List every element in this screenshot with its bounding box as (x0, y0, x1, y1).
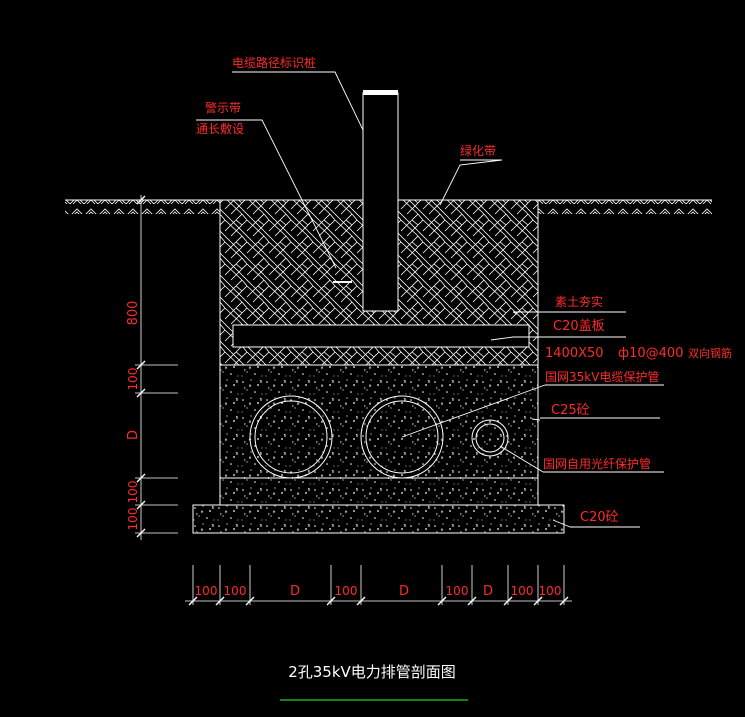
drawing-title-text: 2孔35kV电力排管剖面图 (288, 663, 456, 681)
dim-v-800: 800 (126, 301, 141, 326)
label-green-belt: 绿化带 (460, 143, 496, 158)
dim-h-5: 100 (446, 584, 469, 598)
label-warning-tape-laying: 通长敷设 (196, 121, 244, 136)
dim-v-100-c: 100 (126, 508, 140, 531)
label-cover-plate: C20盖板 (553, 319, 605, 334)
concrete-encasement (220, 365, 538, 506)
dim-h-3: 100 (335, 584, 358, 598)
label-marker-post: 电缆路径标识桩 (232, 55, 316, 70)
dim-h-1: 100 (224, 584, 247, 598)
ground-surface (65, 199, 712, 214)
dim-v-100-a: 100 (126, 368, 140, 391)
dim-h-7: 100 (511, 584, 534, 598)
label-fiber-pipe: 国网自用光纤保护管 (543, 456, 651, 471)
label-rebar-spec: ф10@400 (618, 346, 683, 361)
power-pipe-left (249, 395, 333, 479)
label-c25-concrete: C25砼 (551, 403, 590, 418)
power-pipe-right (360, 395, 444, 479)
dim-h-0: 100 (195, 584, 218, 598)
fiber-pipe (471, 419, 509, 457)
dim-h-8: 100 (539, 584, 562, 598)
drawing-title: 2孔35kV电力排管剖面图 (280, 663, 468, 701)
label-power-pipe: 国网35kV电缆保护管 (545, 369, 659, 384)
base-slab (192, 504, 565, 534)
annotations: 电缆路径标识桩 警示带 通长敷设 绿化带 素土夯实 C20盖板 1400X50 … (196, 55, 732, 525)
label-backfill: 素土夯实 (555, 294, 603, 309)
marker-post (362, 90, 399, 312)
leader-lines (196, 71, 664, 528)
horizontal-dimension (185, 565, 572, 606)
dim-h-6: D (483, 584, 493, 599)
cover-plate (232, 324, 530, 348)
dim-v-100-b: 100 (126, 481, 140, 504)
label-c20-concrete: C20砼 (580, 510, 619, 525)
vertical-dimension-labels: 800 100 D 100 100 (126, 301, 141, 531)
vertical-dimension (135, 195, 222, 540)
label-rebar-type: 双向钢筋 (688, 346, 732, 360)
label-rebar-size: 1400X50 (545, 346, 604, 361)
dim-h-2: D (290, 584, 300, 599)
dim-v-d: D (126, 430, 141, 440)
dim-h-4: D (399, 584, 409, 599)
label-warning-tape: 警示带 (205, 100, 241, 115)
horizontal-dimension-labels: 100 100 D 100 D 100 D 100 100 (195, 584, 562, 599)
